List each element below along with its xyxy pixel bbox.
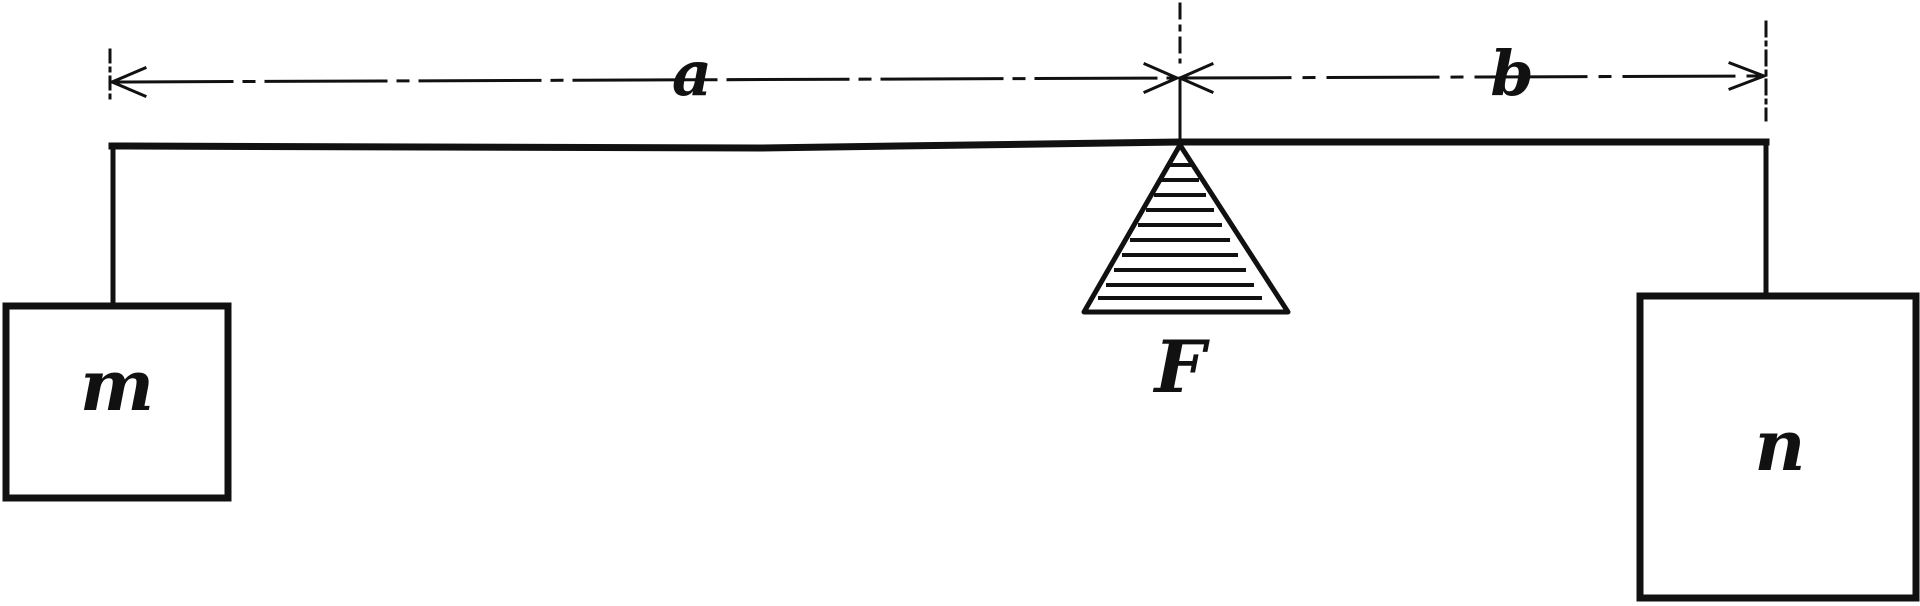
mass-box-left: [2, 302, 232, 502]
label-m: m: [80, 344, 154, 427]
dimension-b-arrow-right: [1728, 61, 1769, 91]
mass-box-right: [1636, 292, 1920, 602]
label-n: n: [1755, 404, 1806, 487]
dimension-a-arrow-left: [108, 66, 147, 98]
fulcrum-hatching: [1098, 163, 1262, 300]
label-a: a: [672, 37, 712, 110]
lever-beam: [108, 138, 1770, 152]
label-b: b: [1490, 37, 1533, 110]
dimension-b: [1176, 20, 1769, 122]
label-F: F: [1152, 324, 1210, 409]
dimension-a: [108, 48, 1181, 102]
dimension-b-line: [1178, 74, 1766, 80]
dimension-a-line: [110, 76, 1177, 84]
dimension-b-arrow-left: [1176, 62, 1214, 94]
fulcrum-triangle: [1081, 142, 1291, 315]
